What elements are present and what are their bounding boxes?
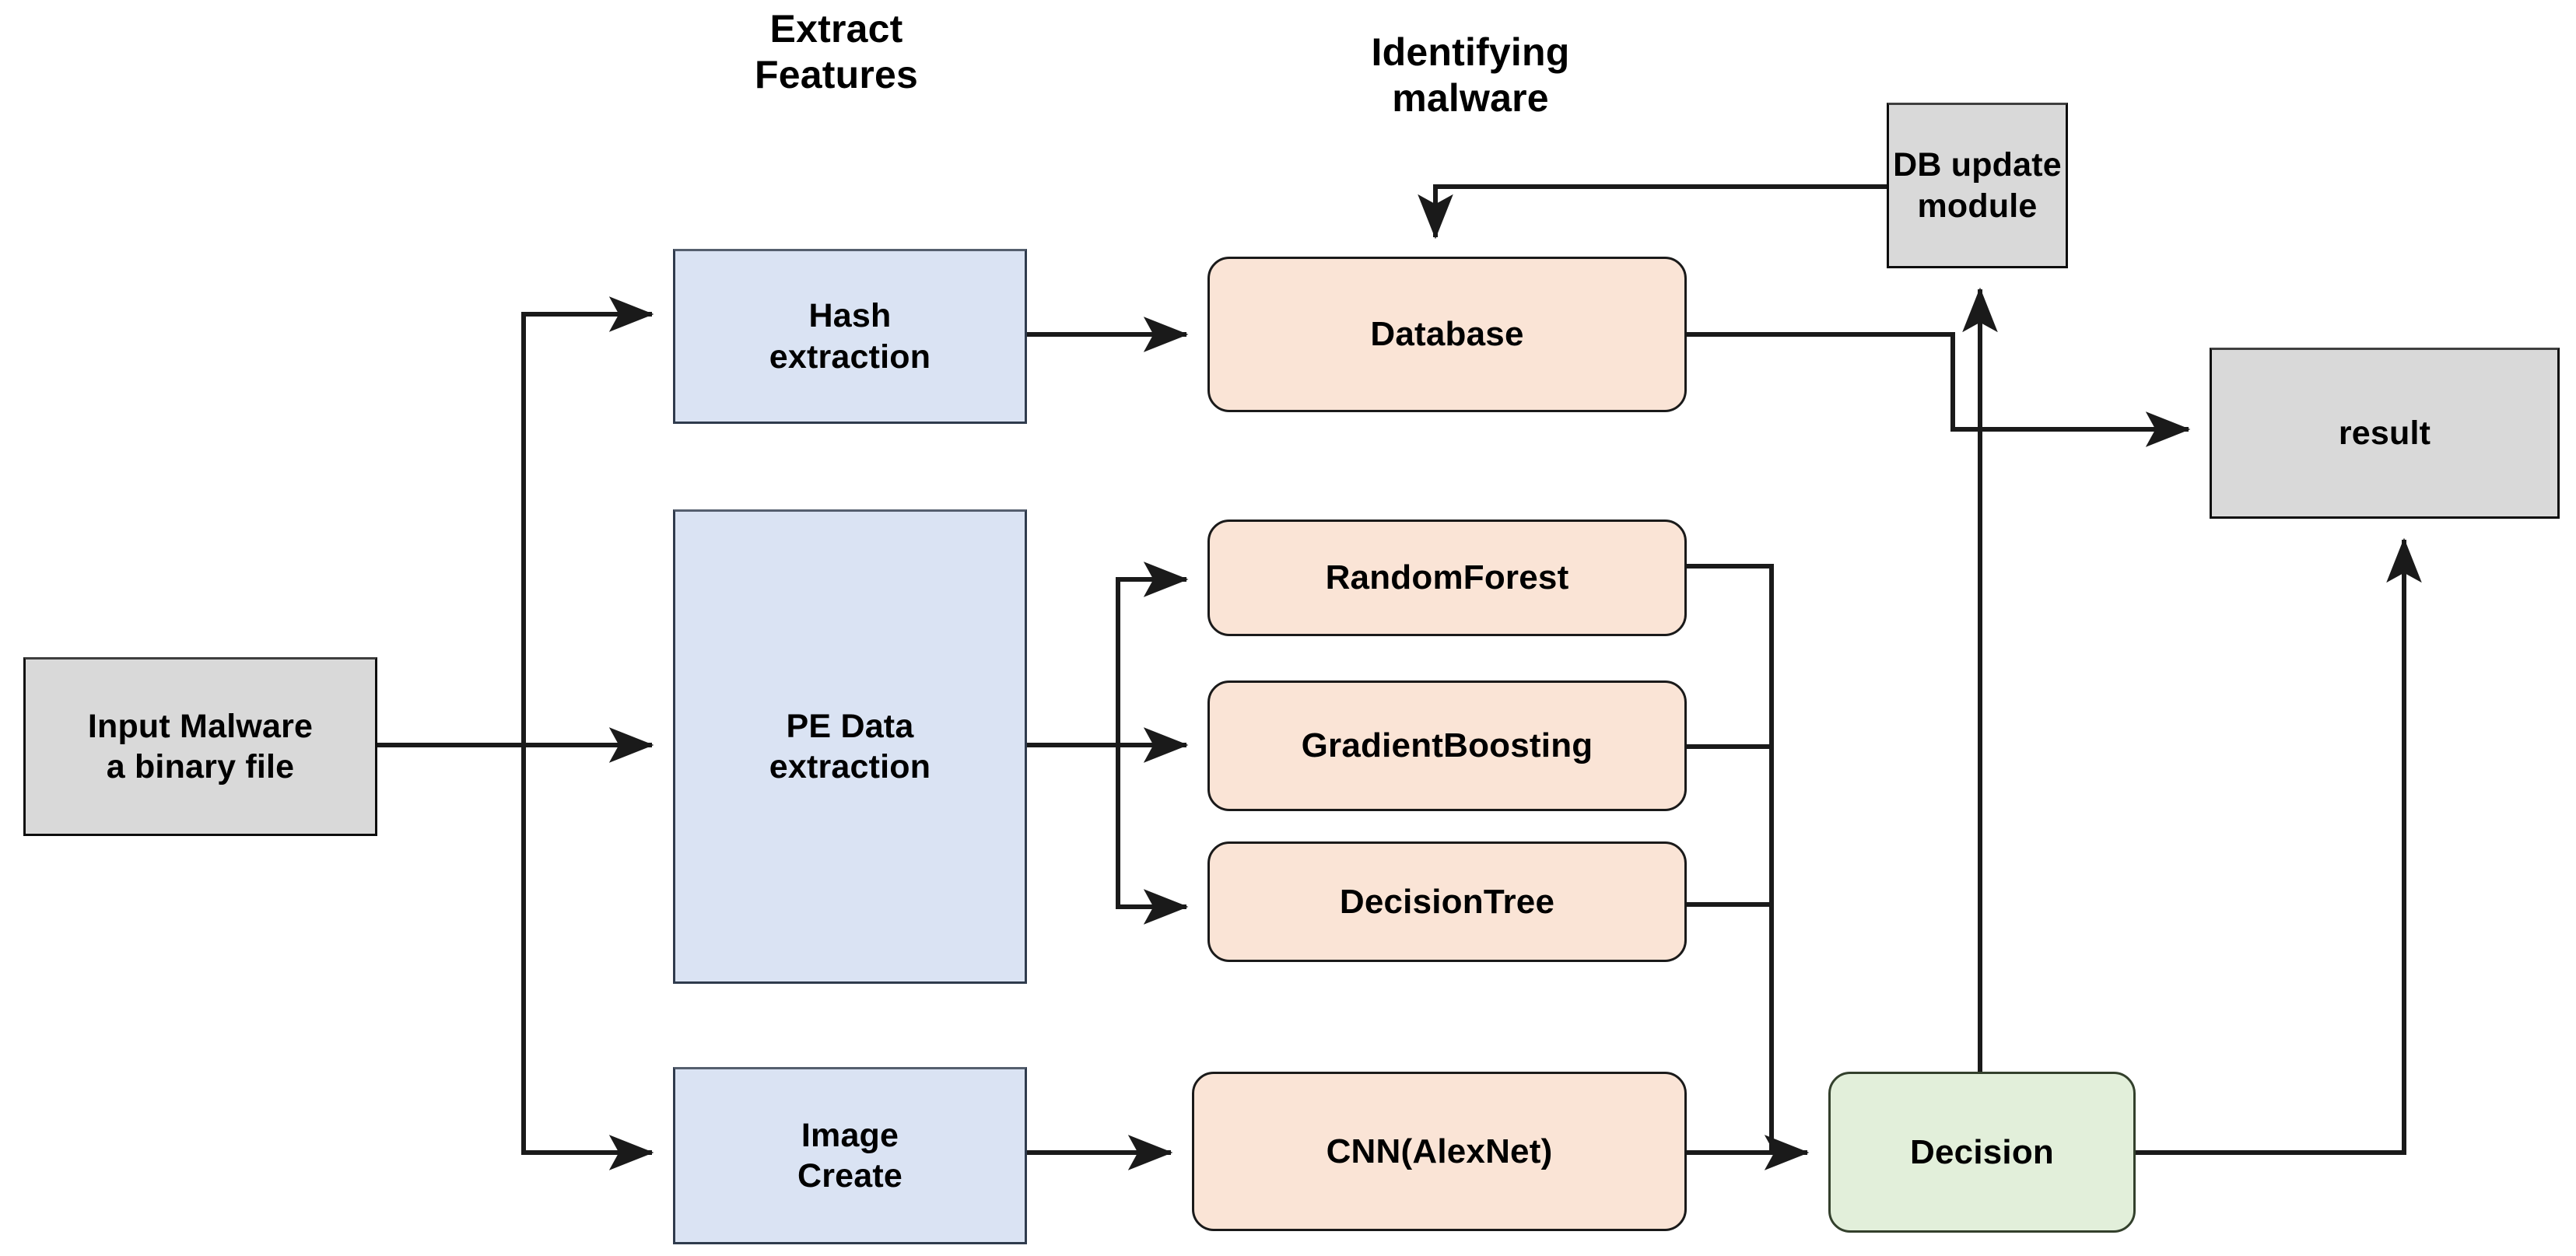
node-gradient-boosting[interactable]: GradientBoosting <box>1207 680 1687 811</box>
edge-db-update-to-database <box>1418 184 1887 240</box>
node-hash-extraction[interactable]: Hash extraction <box>673 249 1027 424</box>
node-result[interactable]: result <box>2210 348 2560 519</box>
node-random-forest[interactable]: RandomForest <box>1207 520 1687 636</box>
section-title-identifying-malware: Identifying malware <box>1371 30 1570 120</box>
edge-split-to-decision-tree <box>1116 745 1189 925</box>
edge-bus-to-hash <box>521 296 654 745</box>
node-cnn-alexnet[interactable]: CNN(AlexNet) <box>1192 1072 1687 1231</box>
edge-database-to-result <box>1687 332 2191 447</box>
edge-bus-to-image-create <box>521 745 654 1170</box>
node-input-malware[interactable]: Input Malware a binary file <box>23 657 377 836</box>
node-db-update-module[interactable]: DB update module <box>1887 103 2068 268</box>
node-decision-tree[interactable]: DecisionTree <box>1207 841 1687 962</box>
section-title-extract-features: Extract Features <box>754 7 919 96</box>
node-pe-data-extraction[interactable]: PE Data extraction <box>673 509 1027 984</box>
node-image-create[interactable]: Image Create <box>673 1067 1027 1244</box>
edge-split-to-random-forest <box>1116 562 1189 745</box>
edge-decision-to-result <box>2136 537 2422 1155</box>
node-decision[interactable]: Decision <box>1828 1072 2136 1233</box>
edge-random-forest-to-merge <box>1687 564 1774 1153</box>
node-database[interactable]: Database <box>1207 257 1687 412</box>
